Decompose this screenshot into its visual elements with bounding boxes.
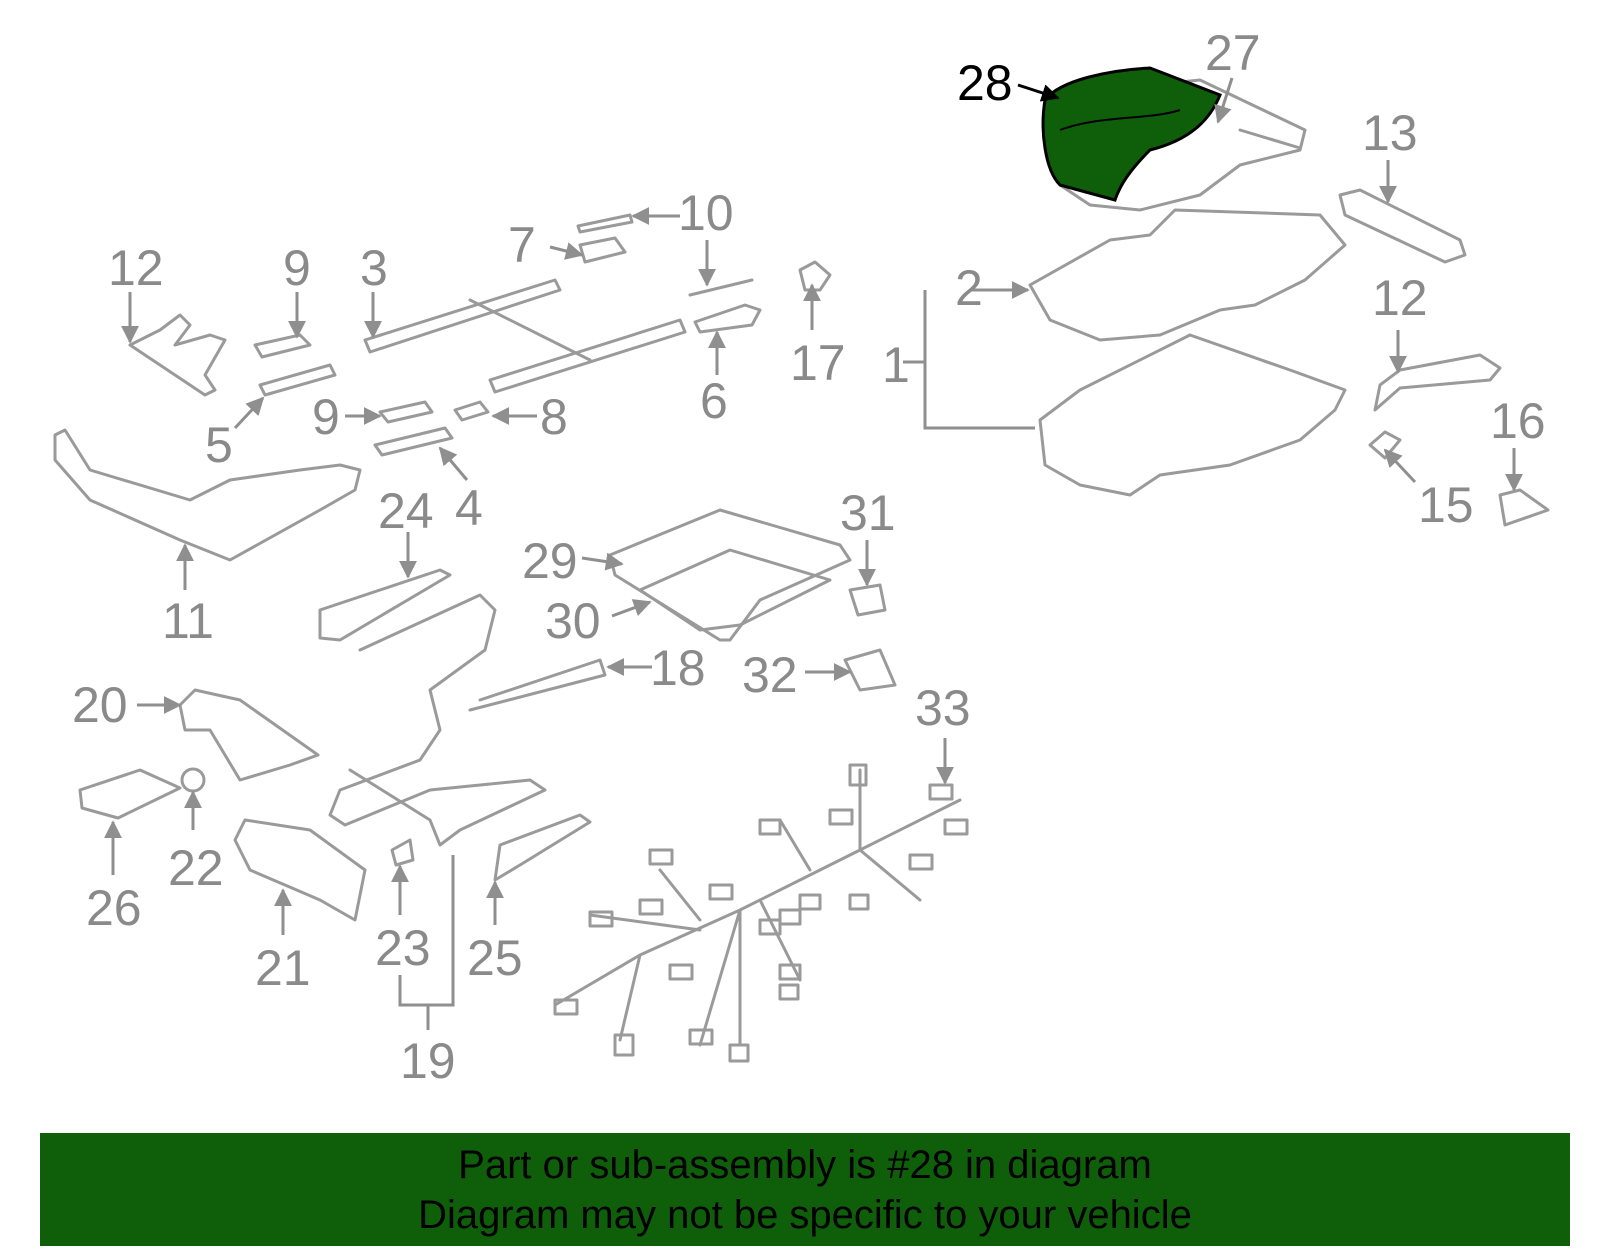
callout-7: 7	[508, 217, 536, 273]
part-26	[78, 768, 182, 820]
callout-5: 5	[205, 417, 233, 473]
callout-27: 27	[1205, 25, 1261, 81]
callout-32: 32	[742, 647, 798, 703]
part-10	[576, 213, 634, 234]
callout-9-lower: 9	[312, 389, 340, 445]
callout-17: 17	[790, 335, 846, 391]
callout-24: 24	[378, 483, 434, 539]
part-23	[390, 838, 415, 867]
callout-25: 25	[467, 930, 523, 986]
callout-3: 3	[360, 240, 388, 296]
callout-8: 8	[540, 389, 568, 445]
callout-1: 1	[882, 337, 910, 393]
callout-23: 23	[375, 920, 431, 976]
callout-9-upper: 9	[283, 240, 311, 296]
part-7	[578, 236, 627, 264]
part-3-rail	[363, 278, 687, 394]
callout-31: 31	[840, 485, 896, 541]
part-14	[1338, 188, 1467, 264]
info-banner: Part or sub-assembly is #28 in diagram D…	[40, 1133, 1570, 1246]
part-11-side-panel	[53, 428, 362, 562]
callout-labels: 28 27 13 12 9 3 7 10 17 2 1 6 12 16 15 5…	[72, 25, 1546, 1089]
callout-29: 29	[522, 533, 578, 589]
callout-12: 12	[108, 240, 164, 296]
callout-21: 21	[255, 940, 311, 996]
callout-4: 4	[455, 480, 483, 536]
part-8	[453, 400, 490, 422]
part-1-seat-frame	[1038, 333, 1347, 497]
callout-30: 30	[545, 593, 601, 649]
part-30	[638, 548, 832, 632]
callout-22: 22	[168, 840, 224, 896]
callout-10: 10	[678, 185, 734, 241]
callout-19: 19	[400, 1033, 456, 1089]
part-12	[128, 313, 227, 397]
callout-16: 16	[1490, 393, 1546, 449]
part-9-upper	[253, 333, 312, 359]
callout-26: 26	[86, 880, 142, 936]
callout-13: 12	[1372, 270, 1428, 326]
part-28-seat-cover-highlighted[interactable]	[1041, 66, 1222, 202]
part-25	[493, 813, 592, 882]
part-27-seat-cushion	[1048, 78, 1307, 212]
callout-11: 11	[162, 593, 214, 649]
part-16	[1498, 488, 1550, 527]
callout-2: 2	[955, 260, 983, 316]
harness-connectors	[553, 763, 969, 1063]
part-2-seat-pan	[1028, 208, 1347, 342]
part-17	[798, 260, 832, 292]
part-9-lower	[378, 400, 434, 424]
callout-18: 18	[650, 640, 706, 696]
part-15	[1368, 430, 1402, 460]
callout-33: 33	[915, 680, 971, 736]
part-21	[233, 818, 367, 922]
part-13	[1373, 353, 1502, 412]
callout-15: 15	[1418, 477, 1474, 533]
part-32	[843, 648, 897, 692]
callout-20: 20	[72, 677, 128, 733]
part-31	[848, 583, 887, 617]
part-4	[373, 426, 454, 457]
part-20	[178, 688, 320, 782]
banner-line-1: Part or sub-assembly is #28 in diagram	[458, 1142, 1152, 1187]
part-33-wiring-harness	[553, 768, 962, 1047]
callout-28: 28	[957, 55, 1013, 111]
callout-6: 6	[700, 373, 728, 429]
part-18-track-assembly	[328, 593, 607, 847]
callout-14: 13	[1362, 105, 1418, 161]
banner-line-2: Diagram may not be specific to your vehi…	[418, 1192, 1192, 1237]
part-6	[688, 278, 762, 334]
leader-lines	[104, 77, 1523, 1030]
part-5	[258, 363, 337, 397]
part-24	[318, 568, 452, 642]
part-22	[180, 767, 206, 793]
